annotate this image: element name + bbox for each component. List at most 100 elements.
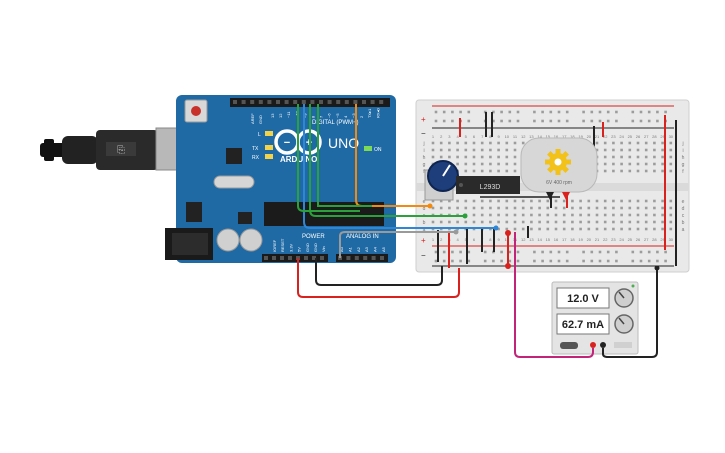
breadboard-hole[interactable] <box>448 148 451 152</box>
breadboard-hole[interactable] <box>431 148 435 152</box>
breadboard-hole[interactable] <box>538 220 541 224</box>
rail-hole[interactable] <box>549 110 553 114</box>
rail-hole[interactable] <box>434 119 438 123</box>
breadboard-hole[interactable] <box>644 162 648 166</box>
breadboard-hole[interactable] <box>628 141 632 145</box>
breadboard-hole[interactable] <box>579 206 582 210</box>
breadboard-hole[interactable] <box>513 227 517 231</box>
digital-pin-hole[interactable] <box>362 100 366 104</box>
rail-hole[interactable] <box>459 259 462 263</box>
breadboard-hole[interactable] <box>538 199 541 203</box>
rail-hole[interactable] <box>467 119 471 123</box>
breadboard-hole[interactable] <box>628 227 632 231</box>
breadboard-hole[interactable] <box>530 227 533 231</box>
power-wires[interactable] <box>297 258 460 298</box>
breadboard-hole[interactable] <box>587 213 591 217</box>
rail-hole[interactable] <box>549 259 553 263</box>
rail-hole[interactable] <box>615 250 618 254</box>
breadboard-hole[interactable] <box>497 220 500 224</box>
breadboard-hole[interactable] <box>513 155 517 159</box>
breadboard-hole[interactable] <box>636 155 640 159</box>
power-switch[interactable] <box>560 342 578 349</box>
digital-pin-hole[interactable] <box>276 100 280 104</box>
breadboard-hole[interactable] <box>595 148 599 152</box>
rail-hole[interactable] <box>492 119 495 123</box>
breadboard-hole[interactable] <box>521 227 525 231</box>
breadboard-hole[interactable] <box>448 220 451 224</box>
rail-hole[interactable] <box>500 119 503 123</box>
rail-hole[interactable] <box>516 119 520 123</box>
breadboard-hole[interactable] <box>505 220 509 224</box>
breadboard-hole[interactable] <box>562 227 566 231</box>
analog-pin-hole[interactable] <box>363 256 368 260</box>
breadboard-hole[interactable] <box>489 141 492 145</box>
rail-hole[interactable] <box>606 250 610 254</box>
breadboard-hole[interactable] <box>431 199 435 203</box>
rail-hole[interactable] <box>631 119 635 123</box>
breadboard-hole[interactable] <box>669 148 673 152</box>
breadboard-hole[interactable] <box>439 155 443 159</box>
breadboard-hole[interactable] <box>489 169 492 173</box>
rail-hole[interactable] <box>582 259 585 263</box>
breadboard-hole[interactable] <box>571 213 574 217</box>
breadboard-hole[interactable] <box>521 220 525 224</box>
breadboard-hole[interactable] <box>603 227 607 231</box>
breadboard-hole[interactable] <box>448 206 451 210</box>
breadboard-hole[interactable] <box>644 169 648 173</box>
breadboard-hole[interactable] <box>669 155 673 159</box>
breadboard-hole[interactable] <box>546 227 550 231</box>
breadboard-hole[interactable] <box>546 213 550 217</box>
breadboard-hole[interactable] <box>653 227 656 231</box>
rail-hole[interactable] <box>483 259 487 263</box>
breadboard-hole[interactable] <box>439 141 443 145</box>
breadboard-hole[interactable] <box>480 213 484 217</box>
negative-terminal[interactable] <box>600 342 606 348</box>
breadboard-hole[interactable] <box>612 141 615 145</box>
breadboard-hole[interactable] <box>628 148 632 152</box>
breadboard-hole[interactable] <box>513 199 517 203</box>
rail-hole[interactable] <box>647 110 651 114</box>
breadboard-hole[interactable] <box>505 148 509 152</box>
breadboard-hole[interactable] <box>439 206 443 210</box>
breadboard-hole[interactable] <box>603 148 607 152</box>
breadboard-hole[interactable] <box>653 155 656 159</box>
rail-hole[interactable] <box>631 110 635 114</box>
breadboard-hole[interactable] <box>546 199 550 203</box>
breadboard-hole[interactable] <box>546 206 550 210</box>
rail-hole[interactable] <box>451 119 454 123</box>
breadboard-hole[interactable] <box>480 162 484 166</box>
rail-hole[interactable] <box>647 250 651 254</box>
breadboard-hole[interactable] <box>571 227 574 231</box>
breadboard-hole[interactable] <box>562 199 566 203</box>
rail-hole[interactable] <box>508 119 512 123</box>
breadboard-hole[interactable] <box>628 199 632 203</box>
breadboard-hole[interactable] <box>513 213 517 217</box>
breadboard-hole[interactable] <box>636 227 640 231</box>
rail-hole[interactable] <box>590 259 594 263</box>
breadboard-hole[interactable] <box>644 155 648 159</box>
breadboard-hole[interactable] <box>620 206 623 210</box>
digital-pin-hole[interactable] <box>370 100 375 104</box>
breadboard-hole[interactable] <box>669 199 673 203</box>
breadboard-hole[interactable] <box>456 206 459 210</box>
rail-hole[interactable] <box>516 110 520 114</box>
digital-pin-hole[interactable] <box>284 100 289 104</box>
rail-hole[interactable] <box>434 250 438 254</box>
breadboard-hole[interactable] <box>497 206 500 210</box>
breadboard-hole[interactable] <box>644 227 648 231</box>
rail-hole[interactable] <box>606 110 610 114</box>
breadboard-hole[interactable] <box>579 199 582 203</box>
breadboard-hole[interactable] <box>497 213 500 217</box>
rail-hole[interactable] <box>467 110 471 114</box>
breadboard-hole[interactable] <box>472 162 476 166</box>
rail-hole[interactable] <box>639 250 643 254</box>
breadboard-hole[interactable] <box>620 213 623 217</box>
rail-hole[interactable] <box>533 119 536 123</box>
rail-hole[interactable] <box>508 110 512 114</box>
rail-hole[interactable] <box>565 250 569 254</box>
rail-hole[interactable] <box>541 110 544 114</box>
rail-hole[interactable] <box>533 250 536 254</box>
power-pin-hole[interactable] <box>304 256 308 260</box>
rail-hole[interactable] <box>442 110 446 114</box>
rail-hole[interactable] <box>606 119 610 123</box>
